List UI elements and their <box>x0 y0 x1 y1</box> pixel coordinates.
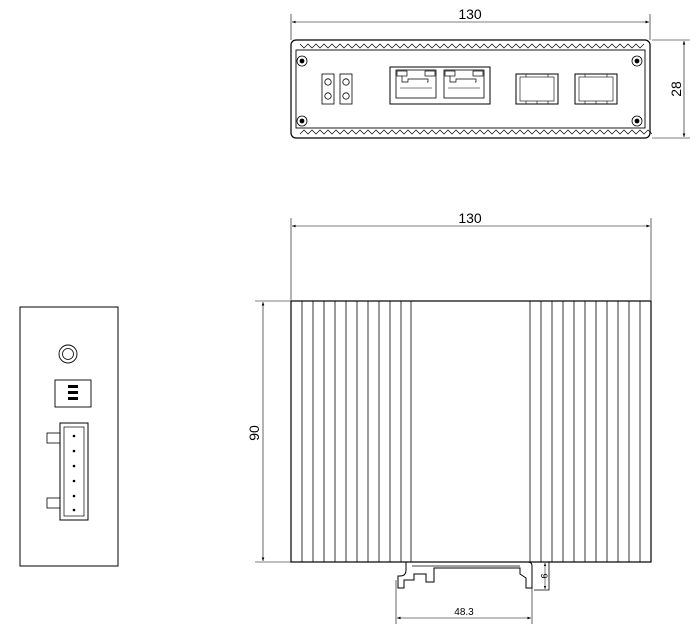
screw-icon <box>631 115 643 127</box>
side-panel <box>19 306 119 567</box>
din-rail-clip <box>397 561 550 591</box>
top-view: 130 90 <box>246 210 652 624</box>
power-jack-icon <box>58 344 78 364</box>
sfp-port <box>574 73 618 105</box>
rj45-port-block <box>389 66 491 105</box>
side-view <box>19 306 119 567</box>
screw-icon <box>296 55 308 67</box>
rail-offset-dimension: 48.3 <box>395 580 533 624</box>
top-housing <box>290 300 652 563</box>
terminal-block-connector <box>46 422 89 521</box>
clip-height-label: 9 <box>539 573 549 578</box>
top-width-label: 130 <box>458 210 482 226</box>
clip-height-dimension: 9 <box>539 563 549 589</box>
front-height-label: 28 <box>668 81 684 97</box>
right-fin-group <box>529 301 641 562</box>
front-top-fins <box>299 43 645 49</box>
front-panel <box>295 49 646 129</box>
screw-icon <box>631 55 643 67</box>
top-width-dimension: 130 <box>290 210 652 300</box>
front-height-dimension: 28 <box>652 39 690 139</box>
front-view: 130 28 <box>290 6 690 139</box>
screw-icon <box>296 115 308 127</box>
led-indicator-block <box>321 73 335 105</box>
top-height-dimension: 90 <box>246 300 291 563</box>
sfp-port <box>515 73 559 105</box>
front-bottom-fins <box>299 129 653 135</box>
front-housing <box>290 39 651 139</box>
led-indicator-block <box>339 73 353 105</box>
top-height-label: 90 <box>246 425 262 441</box>
dip-switch-icon <box>54 379 92 408</box>
left-fin-group <box>301 301 412 562</box>
front-width-dimension: 130 <box>290 6 651 40</box>
front-width-label: 130 <box>458 6 482 22</box>
rail-offset-label: 48.3 <box>454 607 474 618</box>
